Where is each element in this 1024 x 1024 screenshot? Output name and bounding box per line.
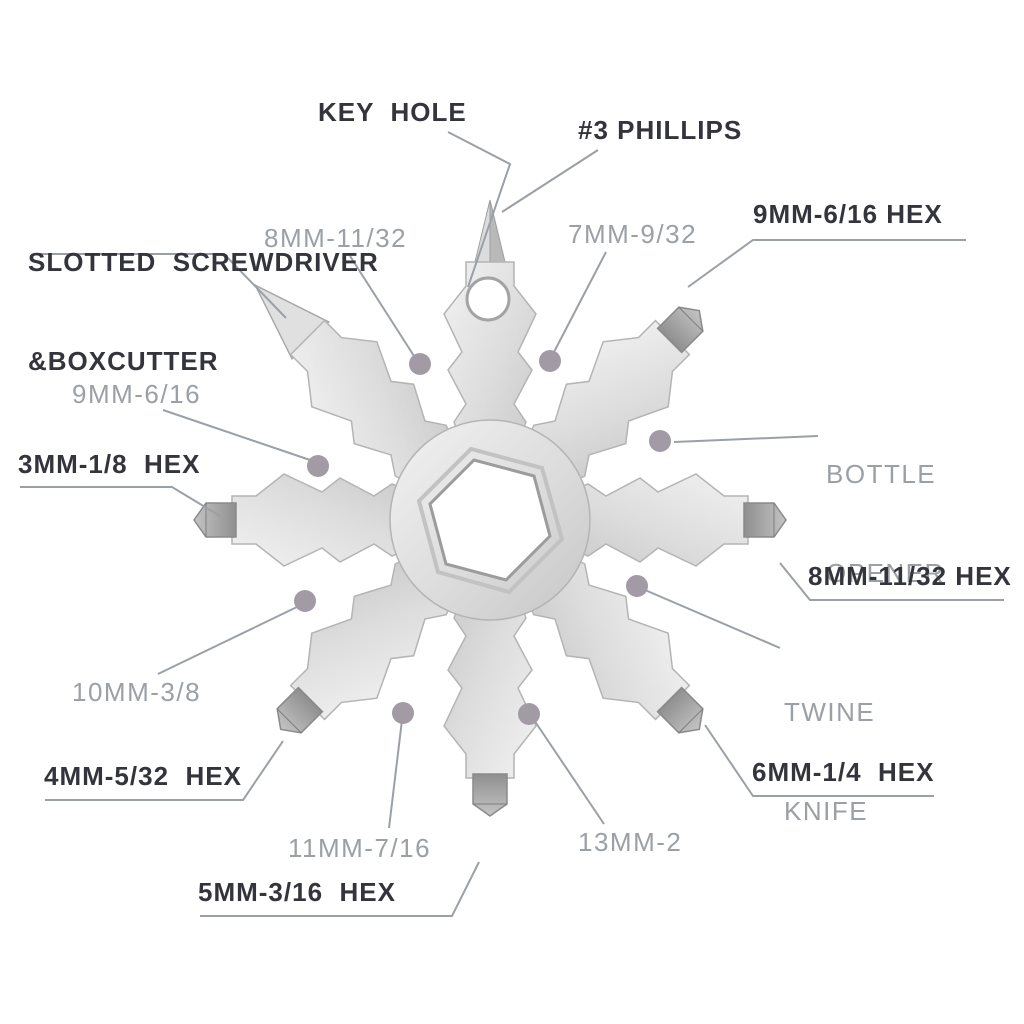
leader-socket-8mm bbox=[349, 255, 415, 357]
label-twine-knife-line2: KNIFE bbox=[784, 796, 869, 826]
label-socket-9mm: 9MM-6/16 bbox=[72, 379, 202, 409]
leader-bottle-opener bbox=[673, 435, 819, 443]
label-hex-9mm: 9MM-6/16 HEX bbox=[753, 199, 943, 229]
leader-socket-13mm bbox=[533, 719, 605, 825]
label-twine-knife-line1: TWINE bbox=[784, 697, 876, 727]
label-bottle-opener-line1: BOTTLE bbox=[826, 459, 937, 489]
leader-twine-knife bbox=[644, 589, 781, 649]
label-twine-knife: TWINE KNIFE bbox=[784, 630, 875, 894]
label-slotted-screwdriver: SLOTTED SCREWDRIVER &BOXCUTTER bbox=[28, 180, 379, 444]
label-phillips: #3 PHILLIPS bbox=[578, 115, 743, 145]
label-socket-7mm: 7MM-9/32 bbox=[568, 219, 698, 249]
marker-socket-9mm bbox=[307, 455, 329, 477]
leader-socket-11mm bbox=[388, 719, 403, 829]
label-hex-8mm: 8MM-11/32 HEX bbox=[808, 561, 1012, 591]
hex-bit-3mm bbox=[193, 502, 237, 538]
leader-hex-9mm bbox=[687, 239, 966, 288]
hex-hole-13mm bbox=[428, 458, 552, 582]
leader-key-hole bbox=[447, 131, 512, 288]
label-key-hole: KEY HOLE bbox=[318, 97, 467, 127]
label-bottle-opener: BOTTLE OPENER bbox=[826, 392, 945, 656]
leader-hex-6mm bbox=[704, 724, 934, 797]
marker-dots bbox=[294, 350, 671, 725]
leader-hex-5mm bbox=[200, 861, 480, 917]
label-hex-3mm: 3MM-1/8 HEX bbox=[18, 449, 201, 479]
label-socket-13mm: 13MM-2 bbox=[578, 827, 683, 857]
label-hex-6mm: 6MM-1/4 HEX bbox=[752, 757, 935, 787]
hex-bit-8mm bbox=[743, 502, 787, 538]
leader-hex-3mm bbox=[20, 486, 221, 517]
leader-socket-10mm bbox=[157, 605, 300, 675]
leader-hex-4mm bbox=[45, 740, 284, 801]
label-slotted-screwdriver-line1: SLOTTED SCREWDRIVER bbox=[28, 247, 379, 277]
snowflake-tool-body bbox=[193, 199, 787, 817]
leader-hex-8mm bbox=[779, 562, 1004, 601]
label-hex-4mm: 4MM-5/32 HEX bbox=[44, 761, 242, 791]
label-slotted-screwdriver-line2: &BOXCUTTER bbox=[28, 346, 219, 376]
marker-socket-10mm bbox=[294, 590, 316, 612]
leader-socket-9mm bbox=[162, 409, 311, 461]
leader-lines bbox=[20, 131, 1004, 917]
leader-slotted-screwdriver bbox=[34, 253, 287, 319]
label-hex-5mm: 5MM-3/16 HEX bbox=[198, 877, 396, 907]
marker-socket-11mm bbox=[392, 702, 414, 724]
marker-twine-knife bbox=[626, 575, 648, 597]
hex-hole-bevel bbox=[416, 446, 565, 595]
marker-bottle-opener bbox=[649, 430, 671, 452]
leader-phillips bbox=[501, 149, 599, 213]
marker-socket-7mm bbox=[539, 350, 561, 372]
label-socket-8mm: 8MM-11/32 bbox=[264, 223, 408, 253]
marker-socket-8mm bbox=[409, 353, 431, 375]
leader-socket-7mm bbox=[553, 251, 607, 353]
key-hole-cutout bbox=[465, 276, 511, 322]
label-socket-10mm: 10MM-3/8 bbox=[72, 677, 202, 707]
label-socket-11mm: 11MM-7/16 bbox=[288, 833, 432, 863]
hex-bit-5mm bbox=[472, 773, 508, 817]
label-bottle-opener-line2: OPENER bbox=[826, 558, 945, 588]
marker-socket-13mm bbox=[518, 703, 540, 725]
